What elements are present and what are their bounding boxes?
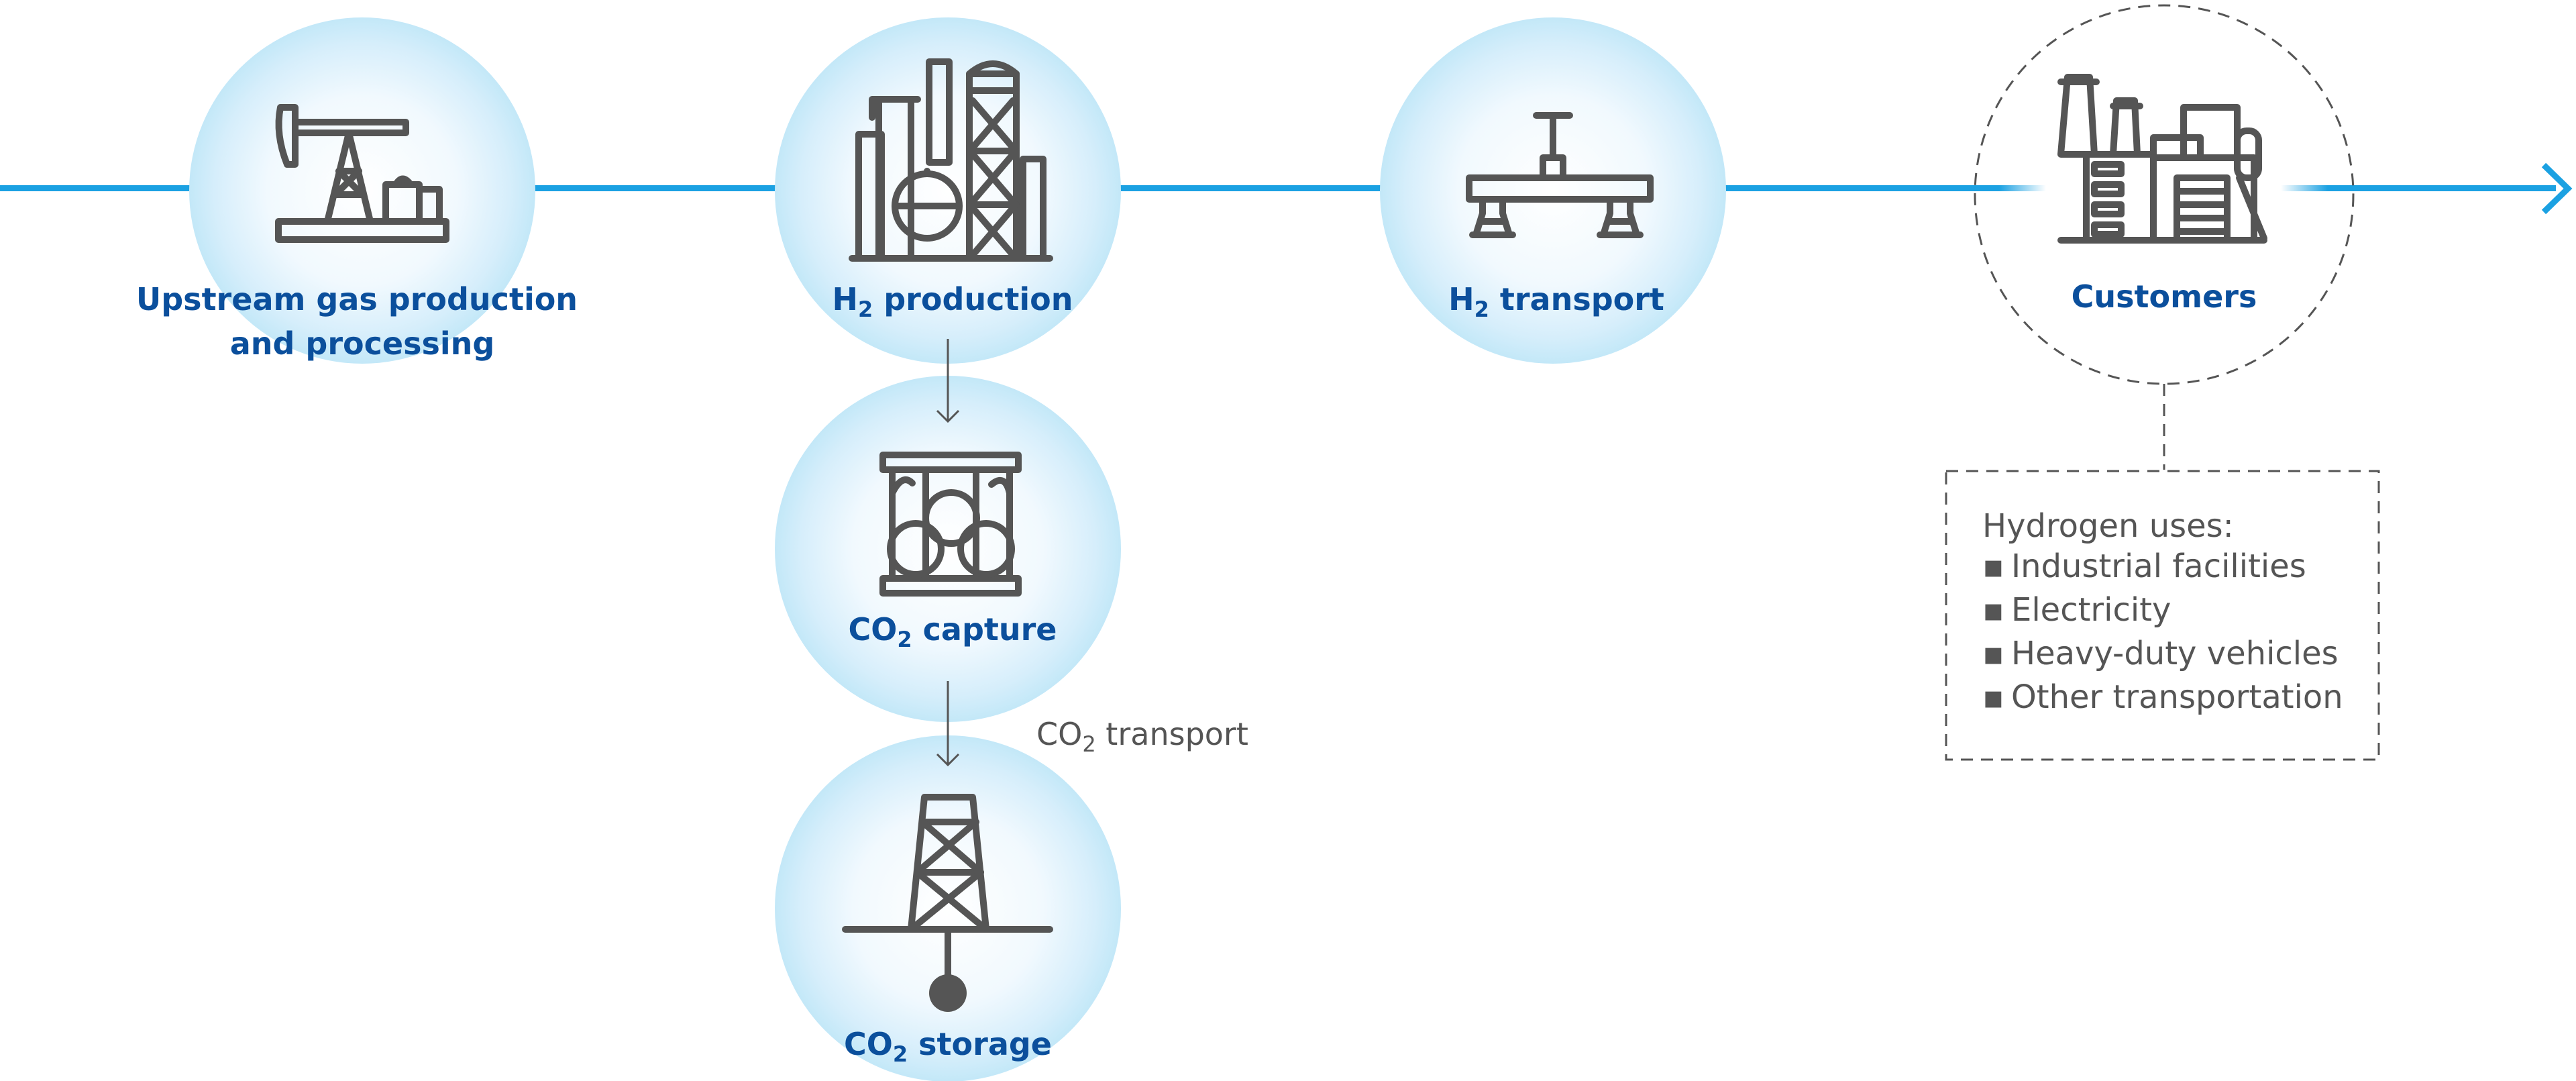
label-co2-capture-sub: 2 <box>897 627 912 652</box>
uses-item-industrial: Industrial facilities <box>2011 548 2306 585</box>
storage-reservoir-icon <box>929 974 967 1012</box>
label-upstream: Upstream gas production and processing <box>136 281 588 362</box>
arrowhead-icon <box>2541 162 2573 215</box>
hydrogen-uses-box <box>1945 470 2380 761</box>
pipeline-icon <box>1466 112 1654 238</box>
label-h2-production-suffix: production <box>873 281 1073 317</box>
hydrogen-uses-title: Hydrogen uses: <box>1982 507 2234 545</box>
label-customers: Customers <box>2072 278 2257 315</box>
label-upstream-line2: and processing <box>230 325 495 362</box>
halo-h2-production <box>775 17 1121 364</box>
label-co2-storage-suffix: storage <box>908 1026 1052 1062</box>
label-co2-transport-suffix: transport <box>1096 716 1248 752</box>
capture-unit-icon <box>879 452 1022 597</box>
uses-item-heavy-duty: Heavy-duty vehicles <box>2011 635 2339 672</box>
label-h2-production: H2 production <box>832 281 1073 322</box>
label-upstream-line1: Upstream gas production <box>136 281 578 317</box>
label-co2-storage-sub: 2 <box>893 1041 908 1067</box>
label-h2-transport-prefix: H <box>1448 281 1474 317</box>
label-h2-transport-sub: 2 <box>1474 297 1489 322</box>
customers-dashed-circle <box>1974 4 2355 385</box>
label-co2-transport-prefix: CO <box>1036 716 1082 752</box>
uses-bullet: ▪ <box>1982 548 2004 585</box>
pumpjack-icon <box>275 104 449 243</box>
arrow-capture-to-storage <box>936 681 960 767</box>
hydrogen-uses-list: ▪ Industrial facilities ▪ Electricity ▪ … <box>1982 548 2343 716</box>
uses-bullet: ▪ <box>1982 591 2004 629</box>
label-h2-transport: H2 transport <box>1448 281 1664 322</box>
label-co2-transport-sub: 2 <box>1082 731 1095 757</box>
uses-bullet: ▪ <box>1982 635 2004 672</box>
storage-well-icon <box>842 794 1053 983</box>
label-co2-storage-prefix: CO <box>844 1026 893 1062</box>
label-co2-capture: CO2 capture <box>848 611 1057 652</box>
refinery-icon <box>849 58 1053 262</box>
halo-co2-capture <box>775 376 1121 722</box>
label-h2-production-sub: 2 <box>858 297 873 322</box>
uses-item-other-transport: Other transportation <box>2011 678 2343 716</box>
label-h2-transport-suffix: transport <box>1489 281 1664 317</box>
label-co2-capture-suffix: capture <box>912 611 1057 648</box>
halo-h2-transport <box>1380 17 1726 364</box>
label-co2-storage: CO2 storage <box>844 1026 1052 1067</box>
label-co2-transport: CO2 transport <box>1036 716 1248 757</box>
uses-item-electricity: Electricity <box>2011 591 2171 629</box>
arrow-production-to-capture <box>936 339 960 423</box>
factory-icon <box>2057 74 2267 244</box>
halo-co2-storage <box>775 735 1121 1081</box>
uses-bullet: ▪ <box>1982 678 2004 716</box>
label-h2-production-prefix: H <box>832 281 858 317</box>
label-co2-capture-prefix: CO <box>848 611 897 648</box>
